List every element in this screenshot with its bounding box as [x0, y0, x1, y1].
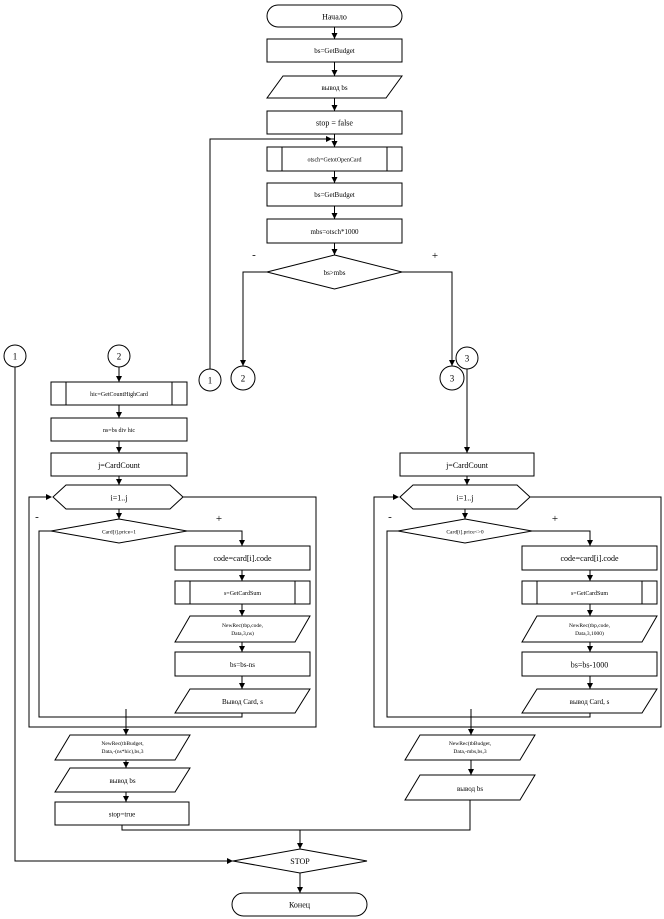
- new-rec-io-right: [521, 615, 658, 643]
- end-label: Конец: [289, 901, 311, 910]
- new-rec-label-left-2: Data,3,ns): [231, 630, 254, 637]
- ns-calc-label: ns=bs div hic: [103, 428, 135, 434]
- output-bs-label-left: вывод bs: [109, 777, 135, 785]
- high-card-label: hic=GetCountHighCard: [90, 392, 148, 398]
- bs-update-label-left: bs=bs-ns: [230, 661, 255, 669]
- end-terminator: [231, 892, 368, 917]
- output-card-io-left: [174, 688, 311, 714]
- connector-2-mid: [230, 365, 256, 391]
- bs-update-process-right: [521, 651, 658, 677]
- output-bs-label-1: вывод bs: [321, 84, 347, 92]
- price-decision-minus-right: -: [388, 511, 392, 523]
- code-label-left: code=card[i].code: [213, 554, 271, 563]
- new-rec-label-left-1: NewRec(tbp,code,: [222, 622, 264, 629]
- get-sum-label-right: s=GetCardSum: [571, 591, 608, 597]
- new-rec-budget-label-right-2: Data,-mbs,bs,3: [453, 749, 486, 755]
- loop-label-right: i=1..j: [457, 494, 474, 503]
- card-count-label-left: j=CardCount: [97, 461, 141, 470]
- code-process-left: [174, 545, 311, 571]
- stop-false-label: stop = false: [316, 119, 353, 128]
- output-card-label-right: вывод Card, s: [570, 698, 610, 706]
- price-decision-minus-left: -: [35, 511, 39, 523]
- output-bs-io-left: [54, 767, 191, 793]
- price-decision-label-left: Card[i].price=1: [102, 530, 136, 536]
- get-budget-label-1: bs=GetBudget: [314, 47, 355, 55]
- new-rec-label-right-2: Data,3,1000): [575, 630, 604, 637]
- get-budget-label-2: bs=GetBudget: [314, 191, 355, 199]
- output-bs-label-right: вывод bs: [457, 785, 483, 793]
- open-card-subprocess: [266, 146, 403, 172]
- card-count-label-right: j=CardCount: [445, 461, 489, 470]
- price-decision-left: [50, 518, 188, 544]
- price-decision-plus-left: +: [216, 513, 222, 525]
- new-rec-budget-label-right-1: NewRec(tbBudget,: [449, 740, 492, 747]
- price-decision-label-right: Card[i].price<>0: [446, 530, 483, 536]
- open-card-label: otsch=GetotOpenCard: [307, 158, 361, 164]
- connector-1-mid-label: 1: [208, 376, 213, 386]
- connector-3-mid-label: 3: [450, 374, 455, 384]
- output-card-label-left: Вывод Card, s: [222, 698, 263, 706]
- loop-hexagon-right: [399, 484, 531, 510]
- stop-true-label: stop=true: [109, 811, 136, 819]
- start-label: Начало: [322, 13, 347, 22]
- decision-plus-label: +: [432, 250, 438, 262]
- new-rec-label-right-1: NewRec(tbp,code,: [569, 622, 611, 629]
- bs-update-label-right: bs=bs-1000: [571, 661, 608, 670]
- connector-2-left-entry-label: 2: [117, 352, 122, 362]
- new-rec-io-left: [174, 615, 311, 643]
- connector-1-mid: [198, 368, 222, 392]
- output-bs-io-1: [266, 75, 403, 99]
- connector-3-mid: [439, 365, 465, 391]
- bs-gt-mbs-decision: [266, 254, 403, 290]
- mbs-calc-label: mbs=otsch*1000: [311, 228, 359, 236]
- price-decision-right: [397, 518, 533, 544]
- loop-label-left: i=1..j: [111, 494, 128, 503]
- bs-update-process-left: [174, 651, 311, 677]
- new-rec-budget-label-left-2: Data,-(ns*hic),bs,3: [101, 748, 143, 755]
- price-decision-plus-right: +: [552, 513, 558, 525]
- decision-minus-label: -: [252, 249, 256, 261]
- new-rec-budget-io-left: [54, 734, 191, 761]
- get-sum-label-left: s=GetCardSum: [224, 591, 261, 597]
- connector-1-left-label: 1: [13, 352, 18, 362]
- new-rec-budget-io-right: [404, 734, 536, 761]
- stop-decision-label: STOP: [290, 857, 310, 866]
- output-bs-io-right: [404, 774, 536, 801]
- output-card-io-right: [521, 688, 658, 714]
- code-process-right: [521, 545, 658, 571]
- connector-2-mid-label: 2: [241, 374, 246, 384]
- bs-gt-mbs-label: bs>mbs: [324, 269, 346, 277]
- code-label-right: code=card[i].code: [560, 554, 618, 563]
- new-rec-budget-label-left-1: NewRec(tbBudget,: [101, 740, 144, 747]
- loop-hexagon-left: [52, 484, 184, 510]
- connector-3-right-entry-label: 3: [465, 354, 470, 364]
